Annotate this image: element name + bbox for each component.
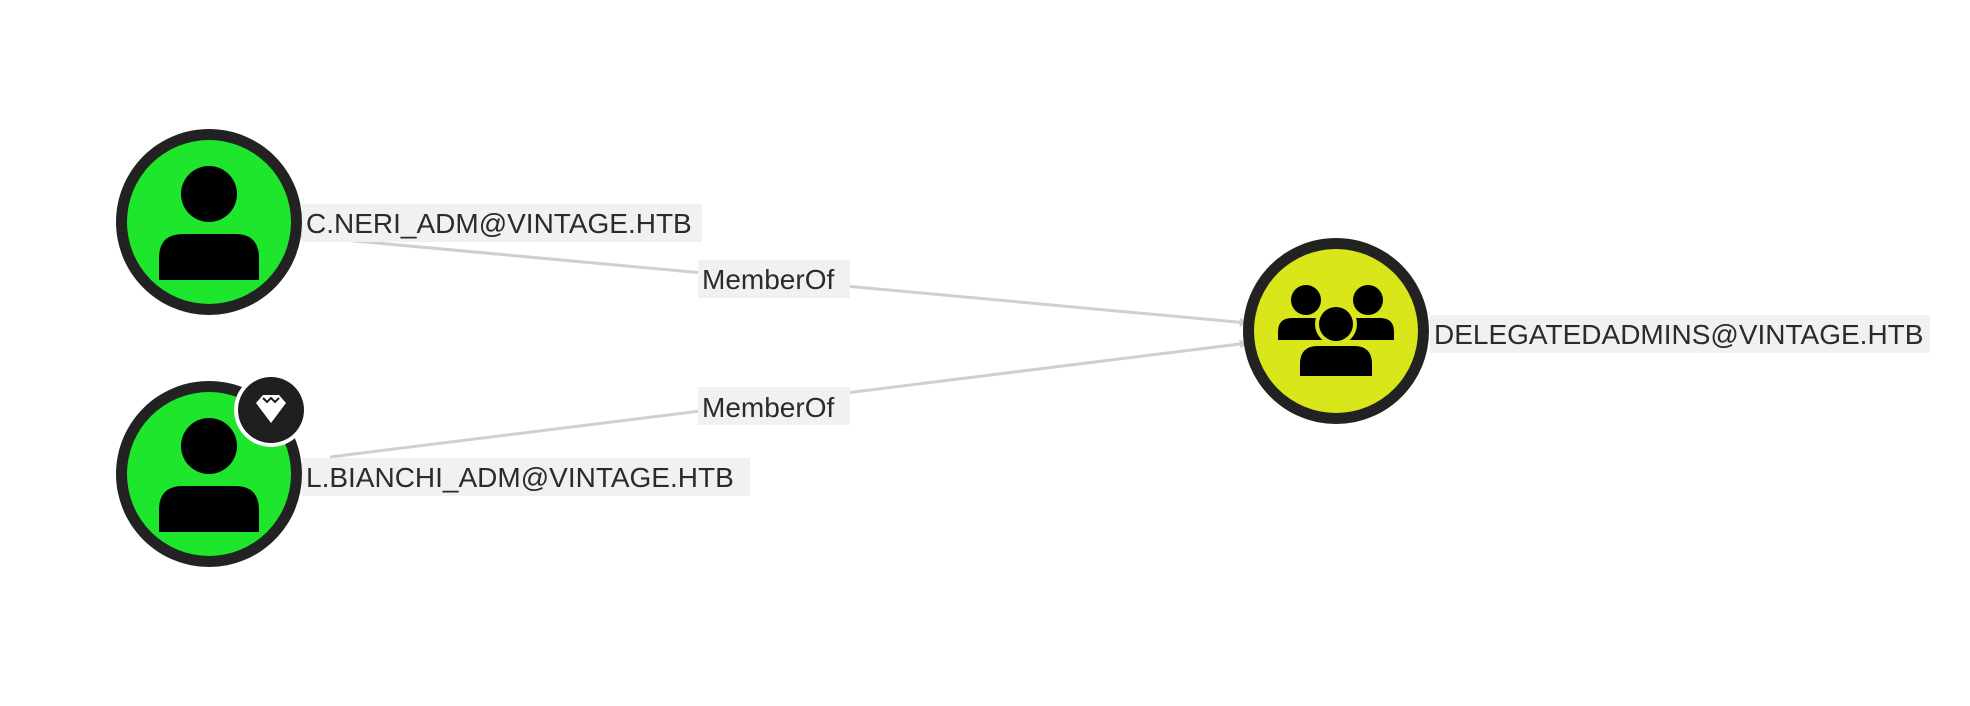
edge-label-background [698, 387, 850, 425]
node-c-neri-adm[interactable]: C.NERI_ADM@VINTAGE.HTB [116, 129, 702, 315]
gem-icon [234, 373, 308, 447]
node-label-background [1430, 315, 1930, 353]
node-label: DELEGATEDADMINS@VINTAGE.HTB [1434, 319, 1923, 350]
edge-label: MemberOf [702, 392, 834, 423]
group-icon [1278, 285, 1394, 376]
nodes-layer: C.NERI_ADM@VINTAGE.HTB L.BIANCHI_ADM@VIN… [116, 129, 1930, 567]
node-label: C.NERI_ADM@VINTAGE.HTB [306, 208, 692, 239]
node-delegatedadmins[interactable]: DELEGATEDADMINS@VINTAGE.HTB [1243, 238, 1930, 424]
edge-label-background [698, 260, 850, 298]
user-icon [159, 418, 259, 532]
node-label: L.BIANCHI_ADM@VINTAGE.HTB [306, 462, 734, 493]
edge-c-neri-to-delegatedadmins[interactable]: MemberOf [299, 234, 1249, 327]
node-label-background [302, 458, 750, 496]
user-icon [159, 166, 259, 280]
edge-l-bianchi-to-delegatedadmins[interactable]: MemberOf [329, 339, 1249, 459]
node-l-bianchi-adm[interactable]: L.BIANCHI_ADM@VINTAGE.HTB [116, 373, 750, 567]
node-label-background [302, 204, 702, 242]
edge-label: MemberOf [702, 264, 834, 295]
edges-layer: MemberOf MemberOf [299, 234, 1249, 459]
